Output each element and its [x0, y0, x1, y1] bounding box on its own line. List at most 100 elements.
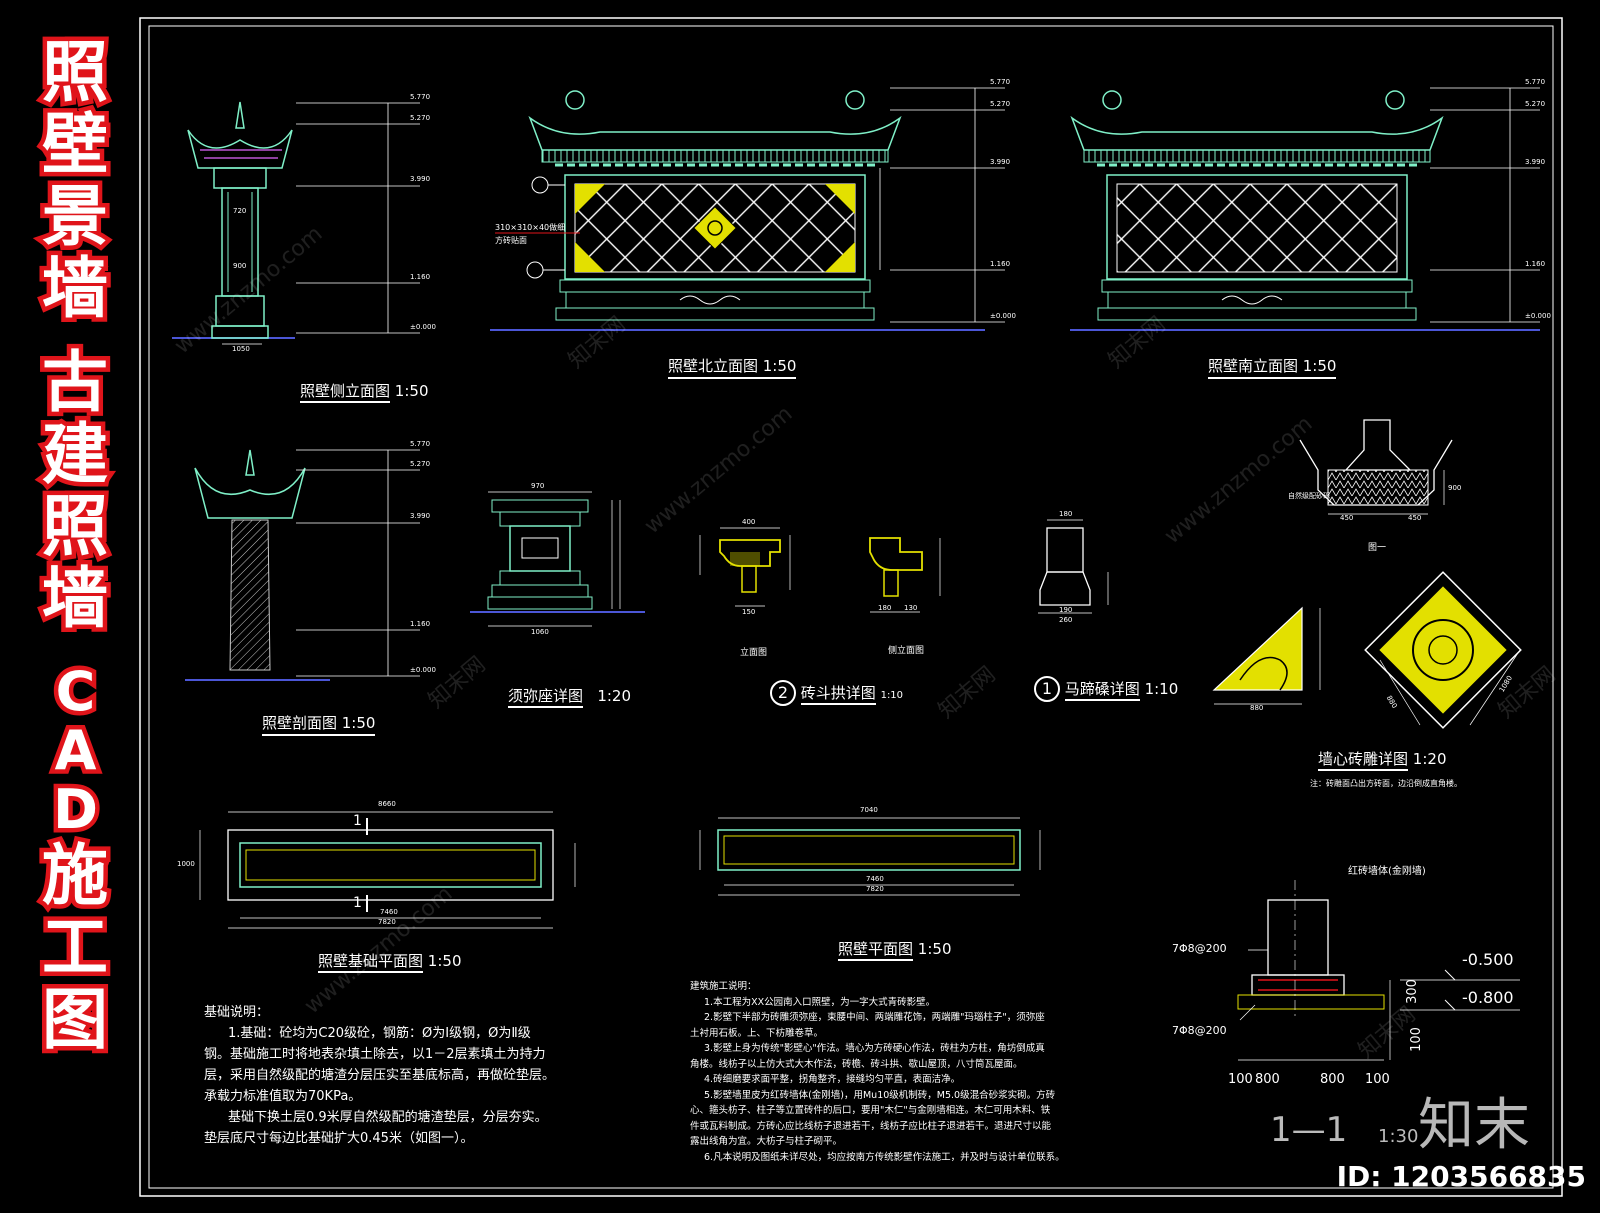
note-line: 角楼。线枋子以上仿大式大木作法，砖檐、砖斗拱、歇山屋顶，八寸筒瓦屋面。 — [690, 1058, 1023, 1070]
dim-label: 450 — [1408, 514, 1422, 522]
section-1-1-scale: 1:30 — [1378, 1126, 1419, 1147]
note-line: 1.基础：砼均为C20级砼，钢筋：Ø为Ⅰ级钢，Ø为Ⅱ级 — [228, 1026, 531, 1041]
note-line: 4.砖细磨要求面平整，拐角整齐，接缝均匀平直，表面洁净。 — [704, 1074, 961, 1085]
elev-mark: ±0.000 — [990, 312, 1016, 320]
elev-mark: 5.270 — [990, 100, 1011, 108]
dim-label: 150 — [742, 608, 756, 616]
dim-label: 400 — [742, 518, 756, 526]
wall-core-title: 墙心砖雕详图 1:20 — [1318, 748, 1446, 771]
sheet-title: 照 壁 景 墙 古 建 照 墙 CAD 施 工 图 — [30, 34, 120, 1180]
foundation-plan-drawing — [199, 811, 576, 929]
elev-mark: 3.990 — [990, 158, 1011, 166]
elev-mark: 5.270 — [410, 460, 431, 468]
dim-label: 7040 — [860, 806, 878, 814]
inner-border — [148, 25, 1554, 1189]
dim-label: 800 — [1255, 1072, 1280, 1087]
side-elevation-title: 照壁侧立面图 1:50 — [300, 380, 428, 403]
title-char: 工 — [38, 909, 113, 986]
xumizuo-drawing — [470, 491, 645, 627]
elev-mark: 5.770 — [410, 93, 431, 101]
dim-label: 1060 — [531, 628, 549, 636]
dim-label: 900 — [1448, 484, 1462, 492]
north-elevation-title: 照壁北立面图 1:50 — [668, 355, 797, 379]
dim-label: 8660 — [378, 800, 396, 808]
tile-callout-2: 方砖贴面 — [495, 236, 527, 245]
dim-label: 7820 — [866, 885, 884, 893]
dim-label: 1000 — [177, 860, 195, 868]
south-elevation-title: 照壁南立面图 1:50 — [1208, 355, 1337, 379]
title-char: 墙 — [38, 250, 113, 327]
side-view-label: 侧立面图 — [888, 646, 925, 656]
wall-core-note: 注：砖雕面凸出方砖面，边沿倒成直角楼。 — [1310, 779, 1462, 788]
rebar-bottom-label: 7Φ8@200 — [1172, 1024, 1227, 1037]
title-char: CAD — [40, 656, 112, 842]
note-line: 基础下换土层0.9米厚自然级配的塘渣垫层，分层夯实。 — [228, 1110, 548, 1125]
elev-mark: 3.990 — [1525, 158, 1546, 166]
elev-mark: 1.160 — [410, 620, 431, 628]
elev-mark: 5.770 — [990, 78, 1011, 86]
elev-mark: ±0.000 — [410, 666, 436, 674]
brick-bracket-title: 2 砖斗拱详图 1:10 — [770, 680, 903, 706]
title-char: 古 — [38, 344, 113, 421]
plan-drawing — [699, 817, 1041, 896]
note-line: 层，采用自然级配的塘渣分层压实至基底标高，再做砼垫层。 — [204, 1068, 556, 1083]
tile-callout: 310×310×40做细 — [495, 223, 566, 232]
fig-one-drawing — [1299, 419, 1453, 515]
brand-logo: 知末 — [1418, 1093, 1530, 1158]
elev-mark: 5.270 — [1525, 100, 1546, 108]
note-line: 3.影壁上身为传统"影壁心"作法。墙心为方砖硬心作法，砖柱为方柱，角坊倒成真 — [704, 1043, 1045, 1054]
section-title: 照壁剖面图 1:50 — [262, 712, 376, 736]
note-line: 垫层底尺寸每边比基础扩大0.45米（如图一）。 — [204, 1131, 474, 1146]
horse-hoof-drawing — [1038, 519, 1109, 614]
elev-mark: 5.270 — [410, 114, 431, 122]
note-line: 露出线角为宜。大枋子与柱子砌平。 — [690, 1136, 843, 1147]
dim-label: 720 — [233, 207, 247, 215]
dim-label: 880 — [1250, 704, 1264, 712]
dim-label: 180 — [878, 604, 892, 612]
elev-mark: 1.160 — [410, 273, 431, 281]
south-elevation-drawing — [1070, 87, 1540, 331]
section-drawing — [185, 449, 420, 681]
red-brick-label: 红砖墙体(金刚墙) — [1348, 866, 1426, 877]
dim-label: 100 — [1408, 1027, 1424, 1052]
plan-title: 照壁平面图 1:50 — [838, 938, 951, 961]
note-line: 6.凡本说明及图纸未详尽处，均应按南方传统影壁作法施工，并及时与设计单位联系。 — [704, 1151, 1065, 1163]
outer-border — [139, 17, 1563, 1197]
elev-mark: 3.990 — [410, 512, 431, 520]
dim-label: 130 — [904, 604, 918, 612]
title-char: 照 — [38, 34, 113, 111]
dim-label: 7460 — [866, 875, 884, 883]
image-id: ID: 1203566835 — [1336, 1160, 1586, 1193]
title-char: 墙 — [38, 560, 113, 637]
title-char: 壁 — [38, 106, 113, 183]
dim-label: 450 — [1340, 514, 1354, 522]
elev-mark: -0.500 — [1462, 950, 1514, 969]
brick-bracket-drawing — [699, 527, 941, 613]
elev-mark: 5.770 — [410, 440, 431, 448]
note-line: 2.影壁下半部为砖雕须弥座，束腰中间、两端雕花饰，两端雕"玛瑙柱子"，须弥座 — [704, 1012, 1045, 1023]
dim-label: 900 — [233, 262, 247, 270]
title-char: 施 — [38, 837, 113, 914]
dim-label: 800 — [1320, 1072, 1345, 1087]
elev-mark: 5.770 — [1525, 78, 1546, 86]
rebar-top-label: 7Φ8@200 — [1172, 942, 1227, 955]
note-line: 承载力标准值取为70KPa。 — [204, 1089, 362, 1104]
dim-label: 7820 — [378, 918, 396, 926]
section-1-1-title: 1—1 — [1270, 1110, 1348, 1150]
section-mark: 1 — [353, 813, 362, 829]
title-char: 图 — [38, 981, 113, 1058]
gravel-label: 自然级配砂砾 — [1288, 492, 1330, 500]
note-line: 1.本工程为XX公园南入口照壁，为一字大式青砖影壁。 — [704, 996, 936, 1008]
foundation-notes: 基础说明： 1.基础：砼均为C20级砼，钢筋：Ø为Ⅰ级钢，Ø为Ⅱ级 钢。基础施工… — [204, 1002, 594, 1149]
dim-label: 100 — [1365, 1072, 1390, 1087]
note-line: 5.影壁墙里皮为红砖墙体(金刚墙)，用Mu10级机制砖，M5.0级混合砂浆实砌。… — [704, 1089, 1056, 1101]
title-char: 建 — [38, 416, 113, 493]
dim-label: 7460 — [380, 908, 398, 916]
dim-label: 300 — [1404, 979, 1420, 1004]
elev-mark: 3.990 — [410, 175, 431, 183]
front-view-label: 立面图 — [740, 648, 768, 658]
note-line: 件或瓦料制成。方砖心应比线枋子退进若干，线枋子应比柱子退进若干。退进尺寸以能 — [690, 1120, 1052, 1132]
elev-mark: ±0.000 — [410, 323, 436, 331]
dim-label: 970 — [531, 482, 545, 490]
